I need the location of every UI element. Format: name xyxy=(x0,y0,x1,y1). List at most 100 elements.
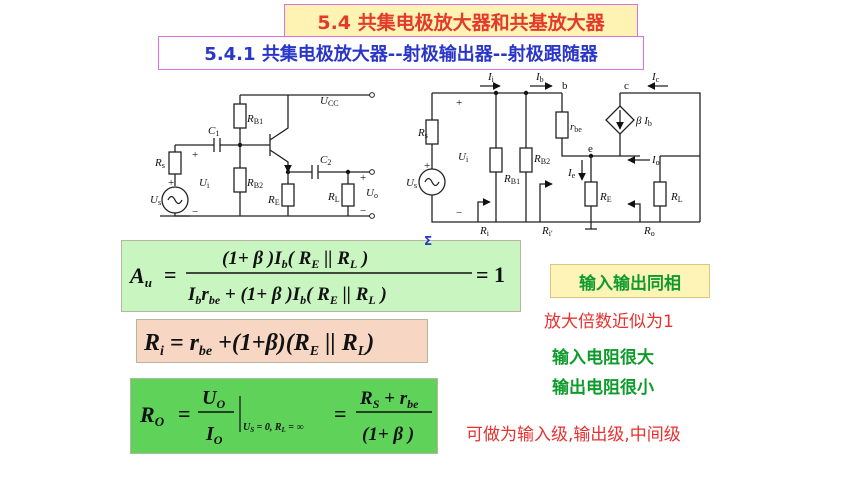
transistor-emitter xyxy=(269,149,292,173)
re-resistor xyxy=(281,183,295,207)
emitter-follower-circuit: RB1 RB2 RE RL Rs C1 C2 UCC Ui Uo Us + − … xyxy=(150,92,378,219)
ui-plus-sign: + xyxy=(192,149,198,161)
gain-formula-box xyxy=(121,240,521,312)
ui-label-eq: Ui xyxy=(458,151,469,164)
rb1-label-eq: RB1 xyxy=(503,173,520,186)
ro-condition: US = 0, RL = ∞ xyxy=(243,422,304,434)
c1-capacitor xyxy=(213,138,221,152)
gain-rhs: = 1 xyxy=(476,262,505,287)
ui-minus-sign: − xyxy=(192,206,198,218)
ri-formula: Ri = rbe +(1+β)(RE || RL) xyxy=(143,330,374,359)
ui-plus-sign-eq: + xyxy=(456,97,462,109)
output-resistance-formula-box xyxy=(130,378,438,454)
rl-resistor xyxy=(341,183,355,207)
input-resistance-formula-box xyxy=(136,319,428,363)
sine-icon xyxy=(167,195,183,205)
ri-label: Ri xyxy=(479,225,490,238)
re-resistor-eq xyxy=(584,181,598,207)
vcc-terminal xyxy=(369,92,375,98)
ro-eq2: = xyxy=(334,401,347,426)
gain-numerator: (1+ β )Ib( RE || RL ) xyxy=(222,248,368,271)
rbe-label: rbe xyxy=(570,121,582,134)
collector-wire xyxy=(620,92,701,222)
us-plus-sign-eq: + xyxy=(424,160,430,172)
rb2-resistor-eq xyxy=(519,147,533,173)
gain-denominator: Ibrbe + (1+ β )Ib( RE || RL ) xyxy=(187,284,387,307)
rbe-resistor xyxy=(555,111,569,139)
node-b-label: b xyxy=(562,80,568,92)
re-label-eq: RE xyxy=(599,191,612,204)
us-plus-sign: + xyxy=(168,177,174,189)
gain-formula: Au = (1+ β )Ib( RE || RL ) Ibrbe + (1+ β… xyxy=(128,234,505,307)
rb1-label: RB1 xyxy=(246,113,263,126)
note-low-output-resistance: 输出电阻很小 xyxy=(552,378,654,398)
sine-icon xyxy=(424,177,440,187)
rl-label-eq: RL xyxy=(670,191,683,204)
ground-symbol xyxy=(585,222,597,230)
c1-label: C1 xyxy=(208,125,219,138)
gain-eq: = xyxy=(164,262,177,287)
ro-lhs: RO xyxy=(139,402,165,429)
uo-label: Uo xyxy=(366,187,378,200)
ucc-label: UCC xyxy=(320,95,339,108)
subsection-title-text: 5.4.1 共集电极放大器--射极输出器--射极跟随器 xyxy=(204,44,598,65)
ic-label: Ic xyxy=(651,71,660,84)
node-c-label: c xyxy=(624,80,629,92)
ri-arrow xyxy=(477,198,491,222)
subsection-title: 5.4.1 共集电极放大器--射极输出器--射极跟随器 xyxy=(158,36,644,70)
wire xyxy=(561,93,640,157)
output-ground-terminal xyxy=(369,213,375,219)
ri-prime-label: Ri′ xyxy=(541,225,553,238)
section-title-text: 5.4 共集电极放大器和共基放大器 xyxy=(317,11,605,34)
output-terminal xyxy=(369,169,375,175)
beta-ib-label: β Ib xyxy=(635,115,652,128)
uo-plus-sign: + xyxy=(360,172,366,184)
rl-resistor-eq xyxy=(653,181,667,207)
section-title: 5.4 共集电极放大器和共基放大器 xyxy=(284,4,638,38)
ro-label: Ro xyxy=(643,225,655,238)
us-label: Us xyxy=(150,194,161,207)
ro-denominator2: (1+ β ) xyxy=(362,424,414,445)
rs-label-eq: Rs xyxy=(417,127,428,140)
rl-label: RL xyxy=(327,191,340,204)
node-e-label: e xyxy=(588,143,593,155)
ib-label: Ib xyxy=(535,71,544,84)
gain-lhs: Au xyxy=(128,263,152,290)
rb2-label-eq: RB2 xyxy=(533,153,550,166)
note-gain-approx-one: 放大倍数近似为1 xyxy=(544,312,674,332)
ie-label: Ie xyxy=(567,167,576,180)
small-signal-equivalent-circuit: Ii Ib Ic b c e rbe β Ib Rs RB1 RB2 RE RL… xyxy=(406,71,701,238)
sigma-icon: Σ xyxy=(424,234,432,248)
rb2-label: RB2 xyxy=(246,177,263,190)
ui-label: Ui xyxy=(199,177,210,190)
ro-numerator2: RS + rbe xyxy=(359,388,419,411)
input-resistance-formula: Ri = rbe +(1+β)(RE || RL) xyxy=(143,330,374,359)
ro-eq: = xyxy=(178,401,191,426)
us-label-eq: Us xyxy=(406,177,417,190)
wire xyxy=(174,213,190,217)
c2-label: C2 xyxy=(320,154,331,167)
note-high-input-resistance: 输入电阻很大 xyxy=(552,348,654,368)
rb1-resistor xyxy=(233,103,247,129)
ii-label: Ii xyxy=(487,71,495,84)
ui-minus-sign-eq: − xyxy=(456,207,462,219)
output-resistance-formula: RO = UO IO US = 0, RL = ∞ = RS + rbe (1+… xyxy=(139,387,432,447)
re-label: RE xyxy=(267,194,280,207)
transistor-collector xyxy=(269,95,289,141)
uo-minus-sign: − xyxy=(360,205,366,217)
ro-numerator: UO xyxy=(202,387,225,411)
note-in-out-same-phase: 输入输出同相 xyxy=(550,264,710,298)
ro-denominator: IO xyxy=(205,423,223,447)
rs-label: Rs xyxy=(154,157,165,170)
rb1-resistor-eq xyxy=(489,147,503,173)
rs-resistor xyxy=(168,151,182,175)
io-label: Io xyxy=(651,154,660,167)
ri-prime-arrow xyxy=(539,180,553,222)
note-usage: 可做为输入级,输出级,中间级 xyxy=(466,425,681,445)
c2-capacitor xyxy=(311,165,319,179)
ro-arrow xyxy=(627,200,641,222)
rs-resistor-eq xyxy=(425,119,439,145)
rb2-resistor xyxy=(233,167,247,193)
